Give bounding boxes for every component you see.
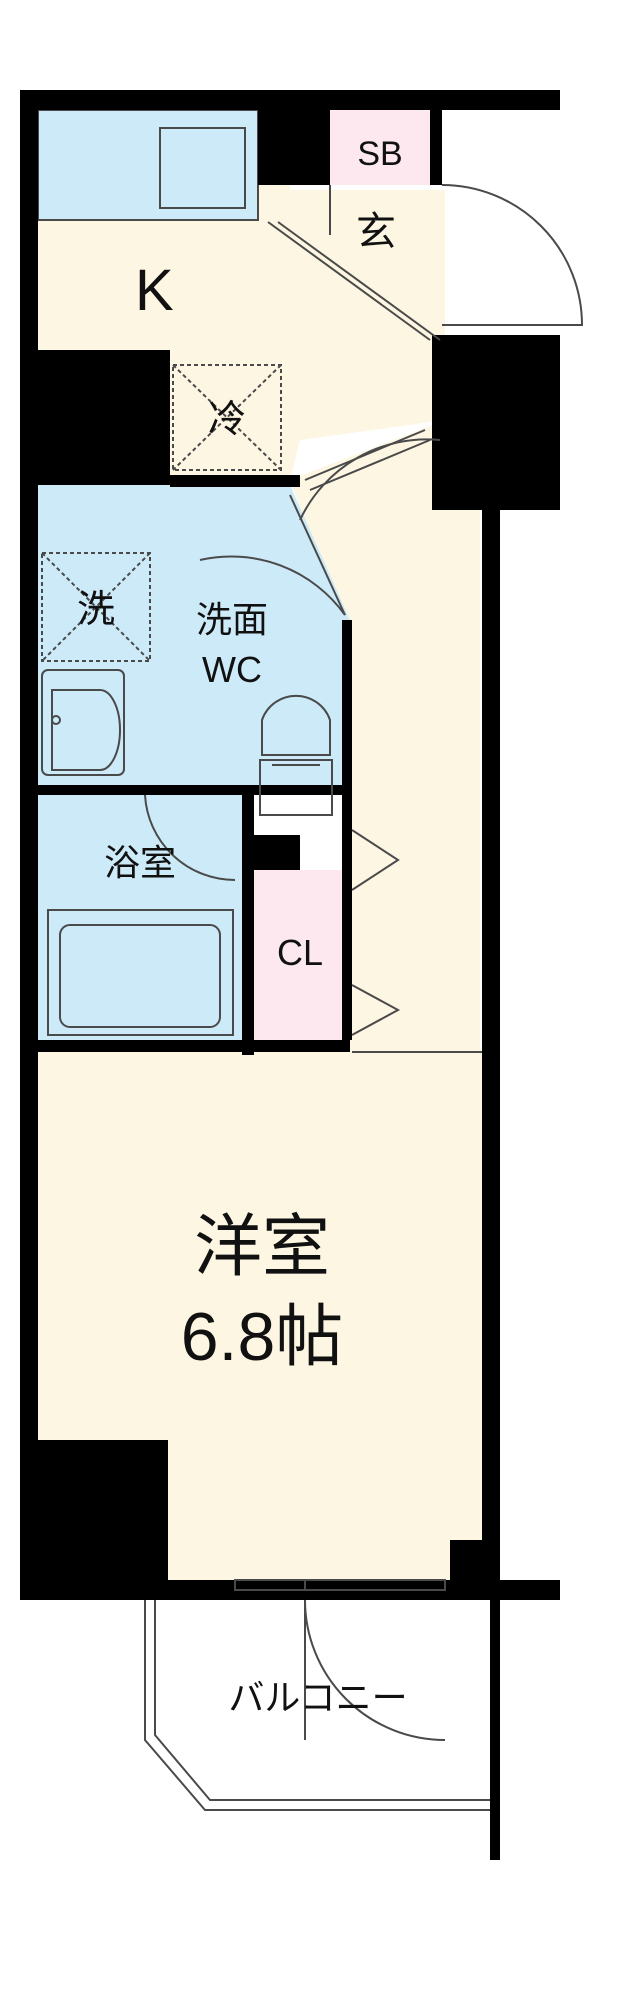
closet-floor xyxy=(252,870,350,1040)
door-lines xyxy=(144,184,584,1741)
closet-label: CL xyxy=(277,932,323,973)
washroom-floor xyxy=(38,485,350,785)
wash-basin xyxy=(41,669,125,776)
shoebox-area xyxy=(330,110,430,185)
toilet xyxy=(259,759,333,816)
washroom-label-line1: 洗面 xyxy=(196,600,268,641)
bath-tub xyxy=(47,909,234,1036)
balcony-partition xyxy=(490,1600,500,1860)
shoebox-label: SB xyxy=(357,135,402,173)
washroom-label-line2: WC xyxy=(202,649,262,690)
kitchen-label: K xyxy=(135,258,174,323)
kitchen-counter xyxy=(37,109,259,221)
sink-basin xyxy=(159,127,246,209)
washer-space xyxy=(41,552,151,662)
walls xyxy=(20,90,560,1600)
fridge-space xyxy=(172,364,282,471)
hallway-floor xyxy=(290,420,480,1050)
entrance-label: 玄 xyxy=(356,209,396,255)
bath-floor xyxy=(38,795,243,1040)
floor-areas xyxy=(37,109,483,1580)
western-room-label-line2: 6.8帖 xyxy=(181,1299,344,1375)
balcony-label: バルコニー xyxy=(228,1678,407,1719)
washer-label: 洗 xyxy=(77,587,115,631)
balcony-outline xyxy=(154,1600,500,1801)
fixtures xyxy=(41,364,500,1811)
western-room-label-line1: 洋室 xyxy=(194,1208,330,1287)
fridge-label: 冷 xyxy=(208,397,246,441)
bath-label: 浴室 xyxy=(104,843,176,884)
